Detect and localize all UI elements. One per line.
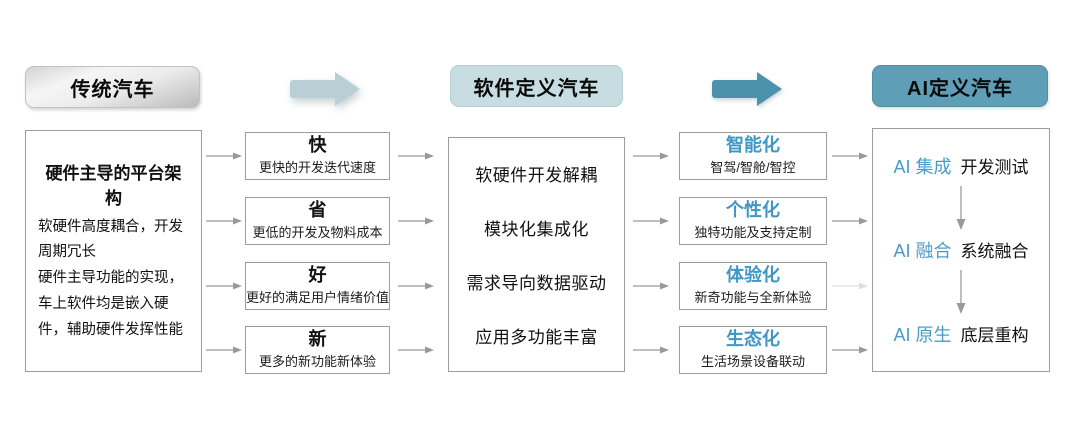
right-block-arrow-teal-icon xyxy=(712,72,782,106)
trend-title: 体验化 xyxy=(726,265,780,286)
ai-stage-desc: 开发测试 xyxy=(960,158,1029,177)
connector-arrow-icon xyxy=(633,282,669,290)
trend-desc: 生活场景设备联动 xyxy=(700,353,805,369)
connector-arrow-icon xyxy=(206,346,242,354)
ai-stages-box: AI 集成 开发测试 AI 融合 系统融合 AI 原生 底层重构 xyxy=(872,128,1050,372)
benefit-desc: 更好的满足用户情绪价值 xyxy=(246,289,390,305)
header-traditional-car: 传统汽车 xyxy=(25,66,200,108)
trend-desc: 智驾/智舱/智控 xyxy=(710,159,796,175)
benefit-desc: 更快的开发迭代速度 xyxy=(258,159,376,175)
right-block-arrow-light-icon xyxy=(290,72,360,106)
connector-arrow-icon xyxy=(633,217,669,225)
benefit-box-save: 省 更低的开发及物料成本 xyxy=(245,197,390,245)
connector-arrow-icon xyxy=(206,217,242,225)
hardware-platform-title: 硬件主导的平台架构 xyxy=(45,163,182,208)
ai-stage-title: AI 集成 xyxy=(893,157,952,177)
trend-title: 智能化 xyxy=(726,135,780,156)
ai-stage-native: AI 原生 底层重构 xyxy=(893,321,1028,347)
hardware-platform-paragraph: 硬件主导功能的实现，车上软件均是嵌入硬件，辅助硬件发挥性能 xyxy=(38,270,183,338)
software-traits-box: 软硬件开发解耦 模块化集成化 需求导向数据驱动 应用多功能丰富 xyxy=(448,137,625,372)
trend-box-experience: 体验化 新奇功能与全新体验 xyxy=(679,262,827,310)
connector-arrow-icon xyxy=(633,152,669,160)
trend-title: 个性化 xyxy=(726,200,780,221)
connector-arrow-icon xyxy=(206,152,242,160)
benefit-desc: 更低的开发及物料成本 xyxy=(252,224,383,240)
connector-arrow-icon xyxy=(398,346,434,354)
benefit-title: 新 xyxy=(308,329,327,350)
ai-stage-desc: 底层重构 xyxy=(960,326,1029,345)
connector-arrow-icon xyxy=(832,152,868,160)
benefit-box-new: 新 更多的新功能新体验 xyxy=(245,326,390,374)
ai-stage-integration: AI 集成 开发测试 xyxy=(893,153,1028,179)
header-software-defined-car: 软件定义汽车 xyxy=(450,65,623,107)
header-ai-defined-car: AI定义汽车 xyxy=(872,65,1048,107)
trend-desc: 独特功能及支持定制 xyxy=(694,224,812,240)
benefit-title: 快 xyxy=(308,135,327,156)
software-trait: 软硬件开发解耦 xyxy=(475,165,598,185)
benefit-box-good: 好 更好的满足用户情绪价值 xyxy=(245,262,390,310)
hardware-platform-paragraph: 软硬件高度耦合，开发周期冗长 xyxy=(38,218,183,261)
connector-arrow-icon xyxy=(398,282,434,290)
software-trait: 应用多功能丰富 xyxy=(475,328,598,348)
benefit-title: 好 xyxy=(308,265,327,286)
software-trait: 需求导向数据驱动 xyxy=(466,274,607,294)
hardware-platform-box: 硬件主导的平台架构 软硬件高度耦合，开发周期冗长 硬件主导功能的实现，车上软件均… xyxy=(25,130,202,372)
benefit-title: 省 xyxy=(308,200,327,221)
connector-arrow-icon xyxy=(832,282,868,290)
trend-box-ecosystem: 生态化 生活场景设备联动 xyxy=(679,326,827,374)
connector-arrow-icon xyxy=(633,346,669,354)
down-arrow-icon xyxy=(956,270,966,314)
software-trait: 模块化集成化 xyxy=(484,219,589,239)
ai-stage-title: AI 原生 xyxy=(893,325,952,345)
benefit-desc: 更多的新功能新体验 xyxy=(258,353,376,369)
benefit-box-fast: 快 更快的开发迭代速度 xyxy=(245,132,390,180)
ai-stage-desc: 系统融合 xyxy=(960,242,1029,261)
trend-box-personalized: 个性化 独特功能及支持定制 xyxy=(679,197,827,245)
trend-box-intelligent: 智能化 智驾/智舱/智控 xyxy=(679,132,827,180)
connector-arrow-icon xyxy=(832,217,868,225)
connector-arrow-icon xyxy=(832,346,868,354)
trend-desc: 新奇功能与全新体验 xyxy=(694,289,812,305)
connector-arrow-icon xyxy=(398,217,434,225)
connector-arrow-icon xyxy=(398,152,434,160)
connector-arrow-icon xyxy=(206,282,242,290)
down-arrow-icon xyxy=(956,186,966,230)
ai-stage-title: AI 融合 xyxy=(893,241,952,261)
trend-title: 生态化 xyxy=(726,329,780,350)
ai-stage-fusion: AI 融合 系统融合 xyxy=(893,237,1028,263)
